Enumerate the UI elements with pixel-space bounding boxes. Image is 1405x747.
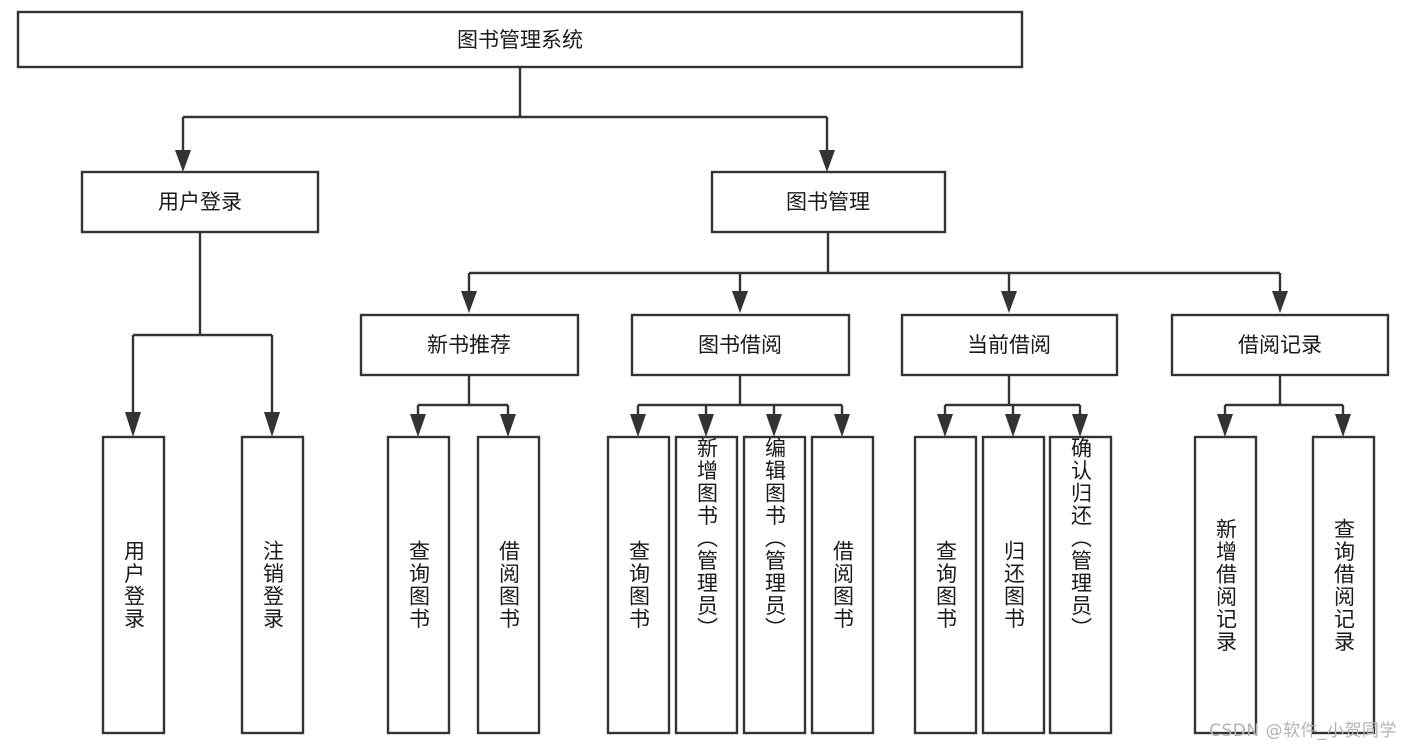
leaf-box-confirm-return[interactable] [1048,435,1113,735]
node-book-borrow[interactable]: 图书借阅 [630,313,851,377]
arrow-to-borrow-record [1272,291,1288,313]
arrow-to-leaf-add-record [1217,414,1233,437]
node-new-book-recommend[interactable]: 新书推荐 [359,313,580,377]
arrow-to-leaf-borrow-book-a [500,414,516,437]
arrow-to-book-borrow [732,291,748,313]
node-book-manage[interactable]: 图书管理 [710,170,947,234]
node-new-book-recommend-label: 新书推荐 [427,333,511,357]
node-borrow-record[interactable]: 借阅记录 [1170,313,1390,377]
arrow-to-leaf-query-book-b [630,414,646,437]
leaf-box-add-record[interactable] [1193,435,1258,735]
arrow-to-leaf-query-book-c [937,414,953,437]
arrow-to-leaf-add-book [698,414,714,437]
arrow-to-leaf-borrow-book-b [834,414,850,437]
arrow-to-new-book [461,291,477,313]
arrow-to-leaf-edit-book [766,414,782,437]
leaf-box-logout[interactable] [240,435,305,735]
boxes-group: 图书管理系统 用户登录 图书管理 新书推荐 图书借阅 当前 [16,10,1390,735]
node-user-login[interactable]: 用户登录 [80,170,320,234]
arrow-to-user-login [175,150,191,172]
leaf-box-add-book[interactable] [674,435,739,735]
arrow-to-leaf-logout [264,412,280,437]
node-book-manage-label: 图书管理 [786,190,870,214]
node-user-login-label: 用户登录 [158,190,242,214]
leaf-box-borrow-book-a[interactable] [476,435,541,735]
node-current-borrow[interactable]: 当前借阅 [900,313,1119,377]
leaf-box-query-book-c[interactable] [913,435,978,735]
node-book-borrow-label: 图书借阅 [698,333,782,357]
node-current-borrow-label: 当前借阅 [967,333,1051,357]
arrow-to-leaf-query-book-a [410,414,426,437]
leaf-box-user-login[interactable] [101,435,166,735]
node-root-label: 图书管理系统 [457,28,583,52]
arrow-to-leaf-user-login [125,412,141,437]
leaf-box-borrow-book-b[interactable] [810,435,875,735]
arrow-to-book-manage [819,150,835,172]
leaf-box-query-book-b[interactable] [606,435,671,735]
node-root-system[interactable]: 图书管理系统 [16,10,1024,69]
arrow-to-leaf-confirm-return [1072,414,1088,437]
leaf-box-edit-book[interactable] [742,435,807,735]
leaf-box-return-book[interactable] [981,435,1046,735]
leaf-box-query-record[interactable] [1311,435,1376,735]
leaf-box-query-book-a[interactable] [386,435,451,735]
arrow-to-leaf-return-book [1005,414,1021,437]
arrow-to-current-borrow [1001,291,1017,313]
connectors-group [125,67,1351,437]
arrow-to-leaf-query-record [1335,414,1351,437]
node-borrow-record-label: 借阅记录 [1238,333,1322,357]
